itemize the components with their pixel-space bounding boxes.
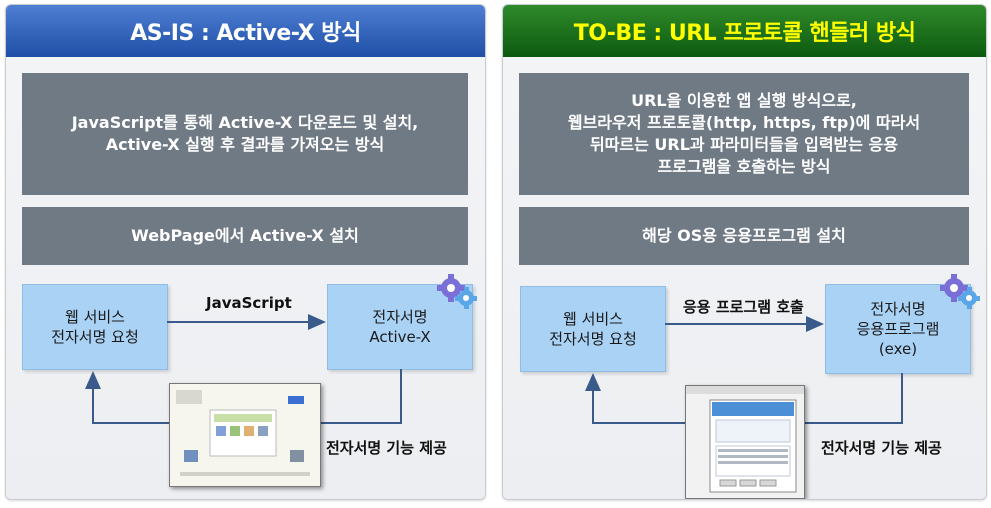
as-is-arrow-label: JavaScript <box>206 294 292 312</box>
as-is-target-line-1: 전자서명 <box>372 308 428 326</box>
as-is-description-line-1: JavaScript를 통해 Active-X 다운로드 및 설치, <box>71 113 419 132</box>
to-be-service-line-2: 전자서명 요청 <box>549 330 637 348</box>
to-be-screenshot-thumbnail <box>685 385 805 499</box>
to-be-arrow-label: 응용 프로그램 호출 <box>683 298 804 316</box>
to-be-description-line-3: 뒤따르는 URL과 파라미터들을 입력받는 응용 <box>589 135 898 154</box>
to-be-return-label: 전자서명 기능 제공 <box>821 439 942 457</box>
as-is-return-label: 전자서명 기능 제공 <box>326 439 447 457</box>
as-is-install-box: WebPage에서 Active-X 설치 <box>22 207 468 265</box>
to-be-install-label: 해당 OS용 응용프로그램 설치 <box>642 226 846 245</box>
as-is-gear-icon <box>437 274 477 309</box>
to-be-description-line-2: 웹브라우저 프로토콜(http, https, ftp)에 따라서 <box>567 113 921 132</box>
as-is-header: AS-IS : Active-X 방식 <box>6 5 485 57</box>
as-is-install-label: WebPage에서 Active-X 설치 <box>131 226 359 245</box>
to-be-description-line-1: URL을 이용한 앱 실행 방식으로, <box>631 91 857 110</box>
to-be-panel: TO-BE : URL 프로토콜 핸들러 방식 URL을 이용한 앱 실행 방식… <box>502 4 987 500</box>
as-is-service-line-1: 웹 서비스 <box>65 308 125 326</box>
to-be-header: TO-BE : URL 프로토콜 핸들러 방식 <box>503 5 986 57</box>
to-be-target-box: 전자서명 응용프로그램 (exe) <box>825 284 971 374</box>
to-be-service-line-1: 웹 서비스 <box>563 310 623 328</box>
to-be-target-line-3: (exe) <box>878 340 918 358</box>
to-be-target-line-2: 응용프로그램 <box>856 320 940 338</box>
to-be-gear-icon <box>940 274 980 309</box>
as-is-panel: AS-IS : Active-X 방식 JavaScript를 통해 Activ… <box>5 4 486 500</box>
as-is-service-line-2: 전자서명 요청 <box>51 328 139 346</box>
as-is-description: JavaScript를 통해 Active-X 다운로드 및 설치, Activ… <box>22 73 468 195</box>
to-be-target-line-1: 전자서명 <box>870 300 926 318</box>
as-is-service-box: 웹 서비스 전자서명 요청 <box>22 284 168 370</box>
to-be-description-line-4: 프로그램을 호출하는 방식 <box>657 157 831 176</box>
to-be-description: URL을 이용한 앱 실행 방식으로, 웹브라우저 프로토콜(http, htt… <box>519 73 969 195</box>
to-be-service-box: 웹 서비스 전자서명 요청 <box>520 286 666 372</box>
as-is-target-line-2: Active-X <box>369 328 431 346</box>
as-is-description-line-2: Active-X 실행 후 결과를 가져오는 방식 <box>105 135 385 154</box>
to-be-install-box: 해당 OS용 응용프로그램 설치 <box>519 207 969 265</box>
as-is-screenshot-thumbnail <box>169 383 321 487</box>
